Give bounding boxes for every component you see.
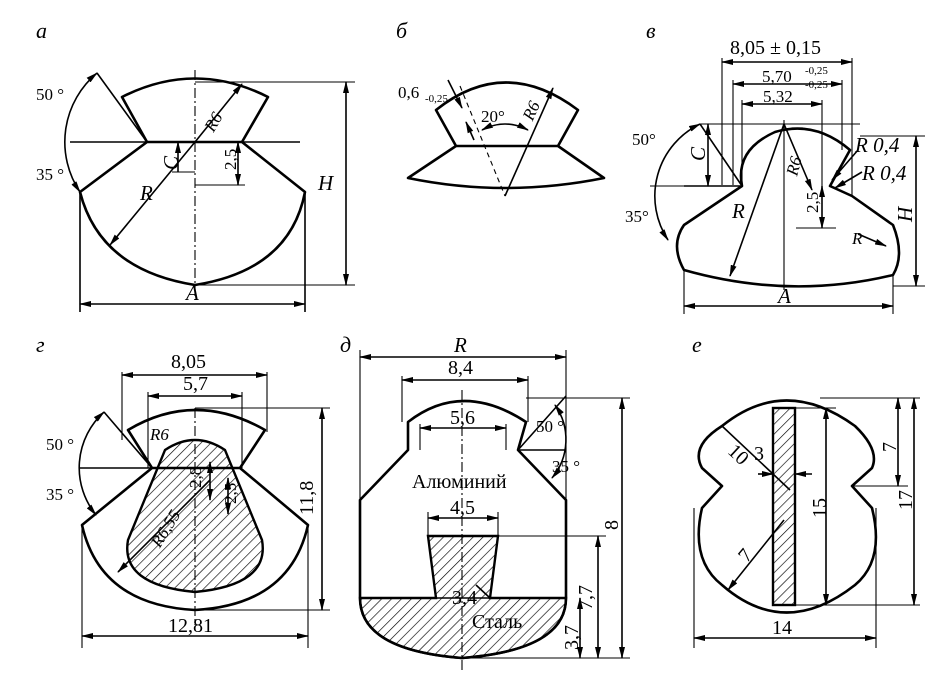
- figure-b-dim-06-tol: -0,25: [425, 93, 448, 105]
- figure-d-material-steel: Сталь: [472, 611, 522, 633]
- figure-g-angle-top: 50 °: [46, 435, 74, 454]
- figure-g-dim-805: 8,05: [171, 351, 206, 373]
- figure-e-dim-3: 3: [754, 443, 764, 465]
- figure-b-dim-06: 0,6: [398, 83, 419, 102]
- figure-b-angle: 20°: [481, 107, 505, 126]
- figure-v-radius-r04-b: R 0,4: [861, 161, 907, 185]
- figure-a-angle-bottom: 35 °: [36, 165, 64, 184]
- figure-b-outline: [406, 81, 606, 190]
- figure-e: е 10 3 7 15 7 17 14: [692, 332, 920, 648]
- figure-d-dim-8: 8: [601, 520, 623, 530]
- figure-g-dim-118: 11,8: [296, 481, 318, 515]
- figure-v-dim-532: 5,32: [763, 87, 793, 106]
- figure-d-material-al: Алюминий: [412, 471, 507, 493]
- figure-e-steel-strip: [771, 406, 797, 607]
- figure-d-dim-37: 3,7: [561, 625, 583, 650]
- figure-v-angle-top: 50°: [632, 130, 656, 149]
- figure-d-angle-top: 50 °: [536, 417, 564, 436]
- figure-d: д R 8,4 5,6 50 ° 35 ° Алюминий 4,5 3,4 С…: [340, 332, 630, 670]
- figure-g-dim-1281: 12,81: [168, 615, 213, 637]
- figure-g-label: г: [36, 332, 45, 357]
- figure-d-dim-r: R: [453, 333, 467, 357]
- figure-v-dim-r: R: [731, 199, 745, 223]
- figure-d-label: д: [340, 332, 351, 357]
- figure-e-dim-17: 17: [895, 490, 917, 510]
- figure-g-dim-28: 2,8: [186, 467, 205, 488]
- figure-e-dim-14: 14: [772, 617, 792, 639]
- figure-d-dim-77: 7,7: [575, 585, 597, 610]
- figure-v-dim-a: A: [776, 284, 791, 308]
- figure-v-radius-r04-a: R 0,4: [854, 133, 900, 157]
- figure-g-angle-bottom: 35 °: [46, 485, 74, 504]
- figure-a-angle-top: 50 °: [36, 85, 64, 104]
- figure-a-dim-c: C: [159, 155, 183, 170]
- figure-v: в 50° 35° C 8,05 ± 0,15 5,70 -0,25 -0,25…: [625, 18, 925, 314]
- figure-g-dim-25: 2,5: [221, 483, 240, 504]
- figure-a-dim-h: H: [317, 171, 335, 195]
- figure-v-radius-r6: R6: [782, 154, 806, 179]
- figure-v-label: в: [646, 18, 656, 43]
- figure-v-dim-805: 8,05 ± 0,15: [730, 37, 821, 59]
- figure-v-dim-h: H: [893, 205, 917, 223]
- figure-e-label: е: [692, 332, 702, 357]
- figure-a-dim-25: 2,5: [221, 149, 240, 170]
- figure-d-dim-84: 8,4: [448, 357, 473, 379]
- figure-v-dim-570-upper: -0,25: [805, 65, 828, 77]
- figure-e-dim-15: 15: [809, 498, 831, 518]
- figure-e-dim-7a: 7: [879, 442, 901, 452]
- figure-a-label: а: [36, 18, 47, 43]
- figure-v-dim-25: 2,5: [803, 192, 822, 213]
- figure-a: а A H 50 ° 35 ° R6 C 2,5 R: [36, 18, 355, 312]
- figure-d-dim-34: 3,4: [452, 587, 477, 609]
- figure-a-outline: [78, 77, 307, 287]
- figure-a-dim-r: R: [139, 181, 153, 205]
- figure-v-outline: [675, 127, 901, 288]
- figure-d-dim-45: 4,5: [450, 497, 475, 519]
- figure-v-angle-bottom: 35°: [625, 207, 649, 226]
- figure-v-dim-570: 5,70: [762, 67, 792, 86]
- figure-v-dim-c: C: [686, 146, 710, 161]
- figure-b-label: б: [396, 18, 408, 43]
- figure-d-dim-56: 5,6: [450, 407, 475, 429]
- figure-g: г 8,05 5,7 50 ° 35 ° R6 11,8 R6,55 2,8 2…: [36, 332, 330, 648]
- figure-b: б R6 20° 0,6 -0,25: [396, 18, 606, 197]
- figure-v-dim-r-side: R: [851, 229, 863, 248]
- figure-d-angle-bottom: 35 °: [552, 457, 580, 476]
- figure-g-dim-57: 5,7: [183, 373, 208, 395]
- figure-g-radius-r6: R6: [149, 425, 169, 444]
- figure-v-dim-570-lower: -0,25: [805, 79, 828, 91]
